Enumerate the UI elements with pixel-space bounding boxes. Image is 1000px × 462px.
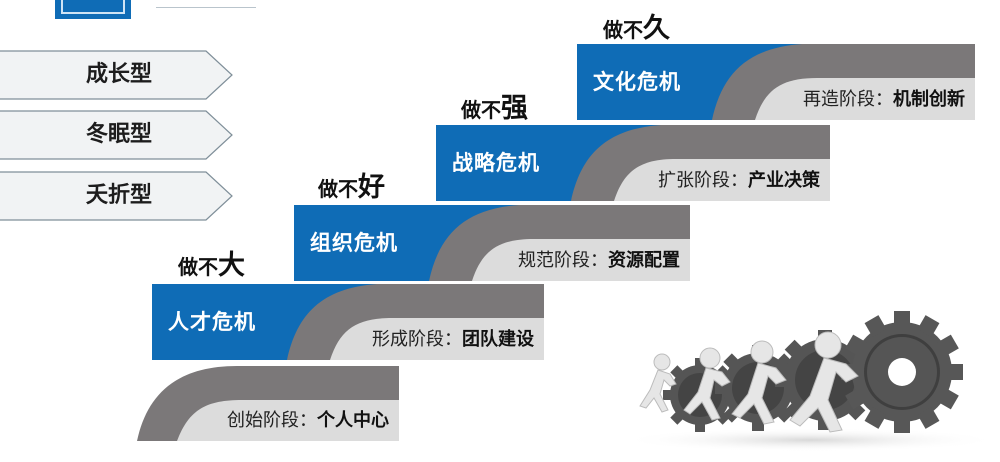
arrow-tag-shape — [0, 110, 233, 160]
step-shape — [436, 125, 830, 201]
step-founding: 创始阶段：个人中心 — [137, 364, 399, 441]
arrow-tag-shape — [0, 171, 233, 221]
step-shape — [577, 44, 975, 120]
type-label: 冬眠型 — [85, 122, 152, 147]
arrow-tag-shape — [0, 50, 233, 100]
gears-pushing-icon — [620, 311, 1000, 452]
gears-illustration — [610, 310, 1000, 458]
crisis-title: 人才危机 — [168, 310, 256, 334]
slogan-not-strong: 做不强 — [461, 93, 528, 124]
type-tag-growth: 成长型 — [0, 50, 239, 100]
crisis-title: 战略危机 — [452, 151, 540, 175]
step-organization-crisis: 组织危机 规范阶段：资源配置 — [294, 205, 690, 281]
type-label: 夭折型 — [85, 183, 152, 208]
step-shape — [294, 205, 690, 281]
gear-icon — [841, 311, 963, 433]
crisis-title: 文化危机 — [593, 70, 681, 94]
step-shape — [137, 366, 399, 441]
stage-text: 形成阶段：团队建设 — [372, 329, 534, 350]
stage-text: 规范阶段：资源配置 — [518, 250, 680, 271]
slogan-not-lasting: 做不久 — [603, 13, 670, 44]
header-divider — [156, 7, 256, 8]
crisis-title: 组织危机 — [310, 231, 398, 255]
slogan-not-good: 做不好 — [318, 172, 385, 203]
type-label: 成长型 — [85, 62, 152, 87]
step-talent-crisis: 人才危机 形成阶段：团队建设 — [152, 284, 544, 360]
figure-icon — [683, 347, 731, 421]
step-strategy-crisis: 战略危机 扩张阶段：产业决策 — [436, 125, 830, 201]
figure-icon — [731, 340, 787, 425]
stage-text: 创始阶段：个人中心 — [227, 410, 389, 431]
step-shape — [152, 284, 544, 360]
logo-icon — [55, 0, 131, 19]
stage-text: 再造阶段：机制创新 — [803, 89, 965, 110]
stage-text: 扩张阶段：产业决策 — [658, 170, 820, 191]
figure-icon — [789, 331, 859, 433]
figure-icon — [639, 353, 677, 413]
type-tag-early-death: 夭折型 — [0, 171, 239, 221]
type-tag-dormant: 冬眠型 — [0, 110, 239, 160]
slogan-not-big: 做不大 — [178, 250, 245, 281]
step-culture-crisis: 文化危机 再造阶段：机制创新 — [577, 44, 975, 120]
